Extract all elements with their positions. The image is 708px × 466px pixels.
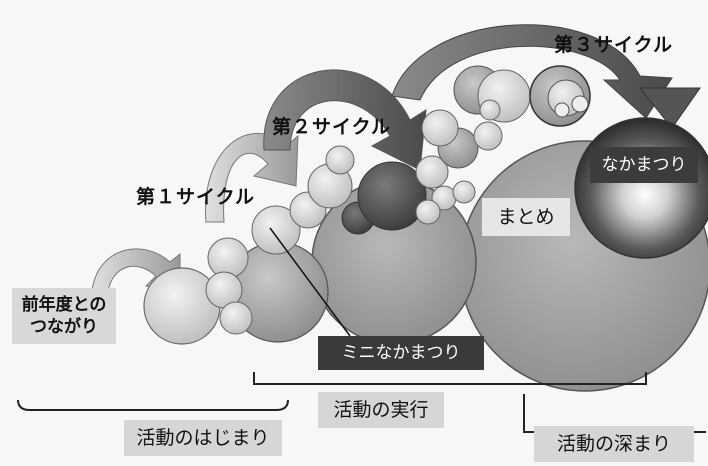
third-cycle-label: 第３サイクル <box>554 34 674 56</box>
mini-nakamatsuri-box: ミニなかまつり <box>318 336 484 370</box>
second-cycle-arrow <box>263 69 427 171</box>
start-phase-label: 活動のはじまり <box>124 420 282 456</box>
execution-phase-label: 活動の実行 <box>318 392 444 428</box>
execution-phase-bracket <box>253 372 647 385</box>
cycle-circle-cluster <box>205 65 591 335</box>
third-cycle-arrowhead <box>638 87 701 129</box>
previous-year-text-line1: 前年度との <box>21 294 107 315</box>
previous-year-box: 前年度との つながり <box>12 288 116 344</box>
start-phase-bracket <box>17 399 289 411</box>
first-cycle-arrow <box>205 133 299 223</box>
previous-year-circle <box>143 267 221 345</box>
second-cycle-label: 第２サイクル <box>272 116 392 138</box>
first-cycle-label: 第１サイクル <box>136 186 256 208</box>
previous-year-text-line2: つながり <box>30 317 98 337</box>
nakamatsuri-sphere <box>574 117 708 259</box>
matome-box: まとめ <box>482 198 570 236</box>
mini-nakamatsuri-pointer <box>269 227 351 337</box>
nakamatsuri-box: なかまつり <box>590 147 698 183</box>
deepening-phase-label: 活動の深まり <box>534 426 694 462</box>
